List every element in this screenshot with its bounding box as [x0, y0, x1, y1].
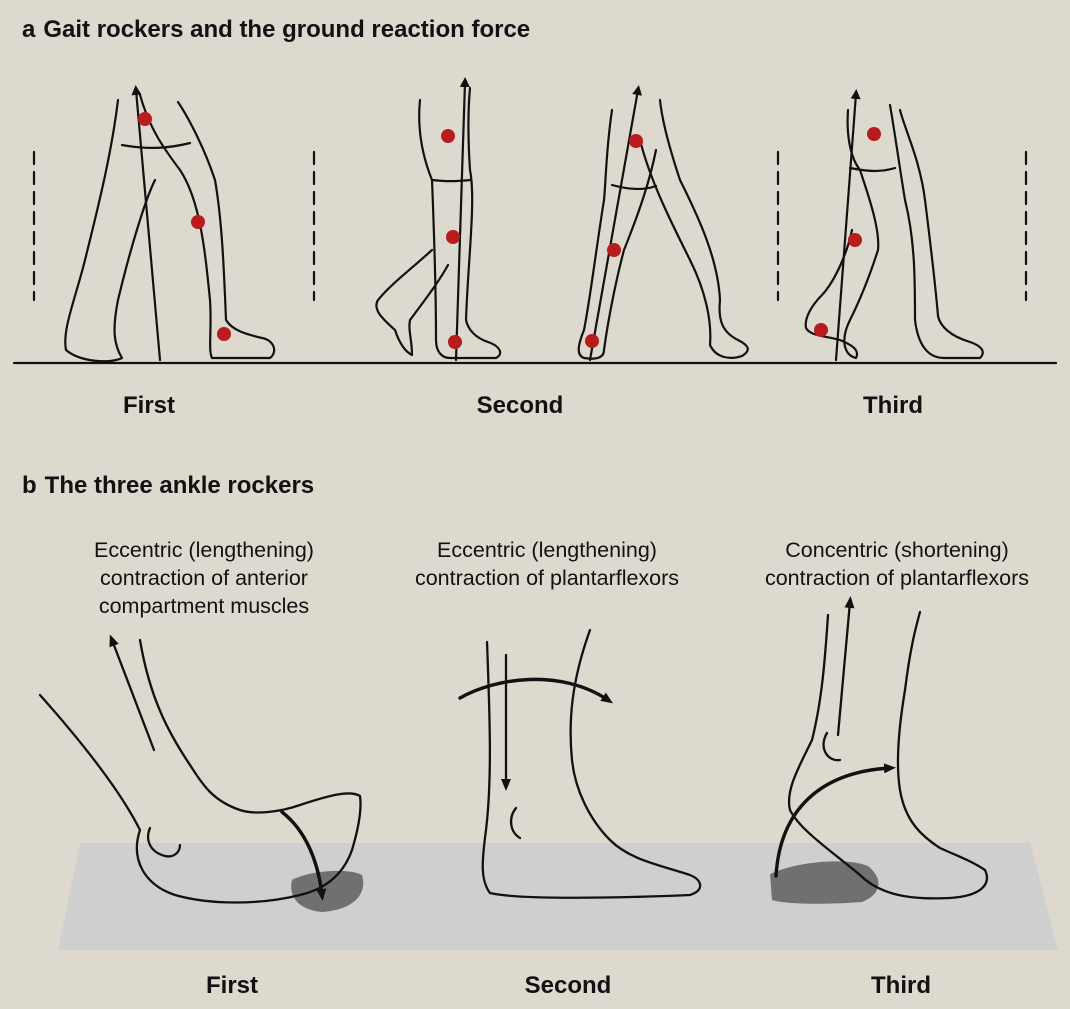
rotation-arrow	[460, 679, 608, 700]
muscle-action-arrow	[838, 602, 850, 735]
muscle-action-arrow	[112, 640, 154, 750]
panel-b-label-second: Second	[525, 972, 612, 1000]
panel-b-label-third: Third	[871, 972, 931, 1000]
panel-b-label-first: First	[206, 972, 258, 1000]
